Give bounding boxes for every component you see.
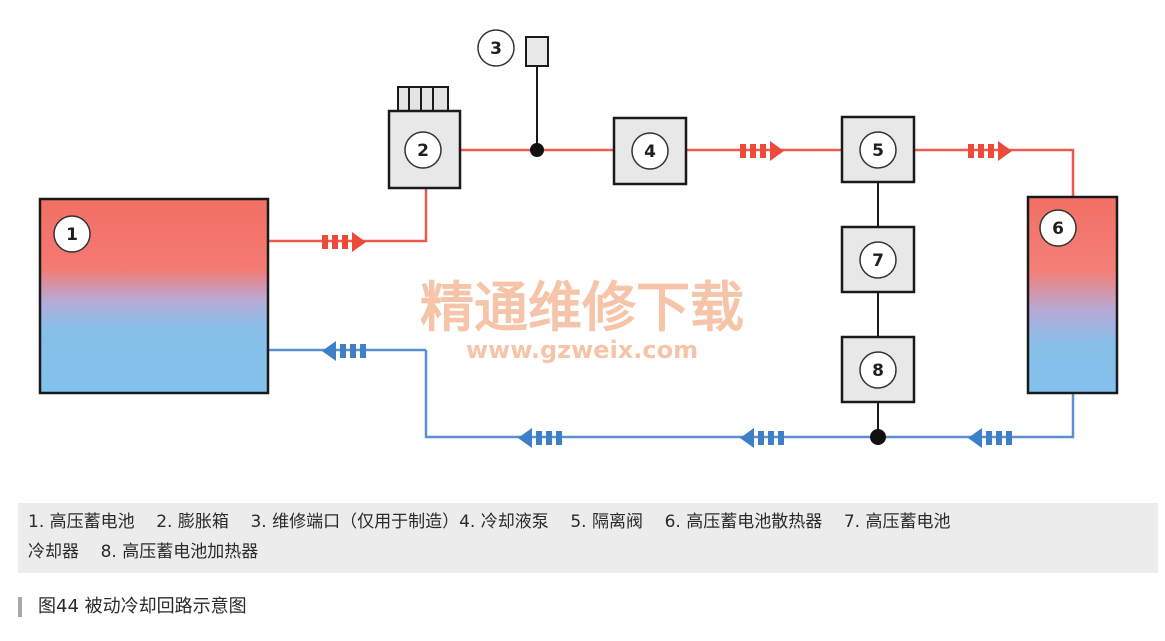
junction-dot-bottom [870, 429, 886, 445]
label-5: 5 [872, 141, 884, 161]
flow-arrow-cold [740, 428, 784, 448]
label-8: 8 [872, 361, 884, 381]
component-7-chiller: 7 [840, 225, 916, 294]
junction-dot-top [530, 143, 544, 157]
caption-text: 图44 被动冷却回路示意图 [38, 596, 247, 617]
component-5-isolation-valve: 5 [840, 115, 916, 184]
label-1: 1 [66, 225, 78, 245]
cooling-circuit-diagram: 1 2 3 4 5 6 7 [38, 29, 1119, 448]
component-1-battery: 1 [38, 197, 270, 395]
component-6-radiator: 6 [1026, 195, 1119, 395]
flow-arrow-cold [322, 341, 366, 361]
watermark-url: www.gzweix.com [466, 336, 698, 364]
label-6: 6 [1052, 219, 1064, 239]
component-4-coolant-pump: 4 [612, 116, 688, 186]
flow-arrow-hot [740, 141, 784, 161]
component-2-expansion-tank: 2 [387, 86, 462, 190]
label-3: 3 [490, 39, 502, 59]
label-2: 2 [417, 141, 429, 161]
component-8-heater: 8 [840, 335, 916, 404]
legend-line-1: 1. 高压蓄电池 2. 膨胀箱 3. 维修端口（仅用于制造）4. 冷却液泵 5.… [28, 512, 951, 532]
component-3-service-port: 3 [477, 29, 549, 67]
label-4: 4 [644, 142, 656, 162]
flow-arrow-hot [322, 232, 366, 252]
figure-caption: 图44 被动冷却回路示意图 [18, 594, 247, 620]
label-7: 7 [872, 251, 884, 271]
flow-arrow-cold [968, 428, 1012, 448]
legend-box: 1. 高压蓄电池 2. 膨胀箱 3. 维修端口（仅用于制造）4. 冷却液泵 5.… [18, 503, 1158, 573]
legend-line-2: 冷却器 8. 高压蓄电池加热器 [28, 542, 259, 562]
flow-arrow-hot [968, 141, 1012, 161]
connector-lines [536, 66, 879, 437]
flow-arrow-cold [518, 428, 562, 448]
caption-bar [18, 597, 22, 617]
watermark-title: 精通维修下载 [420, 276, 744, 339]
